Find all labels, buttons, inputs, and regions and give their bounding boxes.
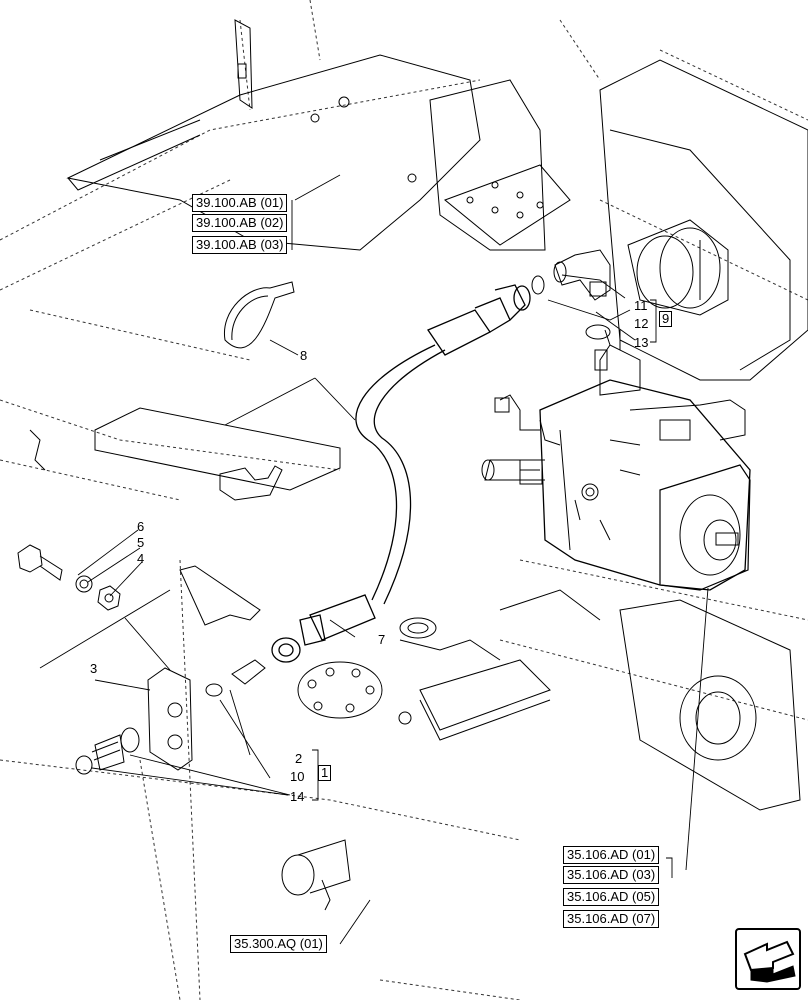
callout-14: 14 (290, 789, 305, 804)
callout-4: 4 (137, 551, 145, 566)
bottom-cylinder (281, 839, 351, 911)
right-frame-plates (599, 59, 808, 811)
ref-39-100-ab-02[interactable]: 39.100.AB (02) (192, 214, 288, 232)
ref-35-106-ad-03[interactable]: 35.106.AD (03) (563, 866, 660, 884)
callout-10: 10 (290, 769, 305, 784)
middle-plate (29, 407, 341, 501)
arrow-glyph-icon (743, 940, 796, 983)
next-page-arrow-icon[interactable] (735, 928, 801, 990)
hydraulic-pump (481, 329, 751, 591)
ref-35-106-ad-07[interactable]: 35.106.AD (07) (563, 910, 660, 928)
ref-39-100-ab-03[interactable]: 39.100.AB (03) (192, 236, 288, 254)
callout-7: 7 (378, 632, 386, 647)
ref-35-106-ad-01[interactable]: 35.106.AD (01) (563, 846, 660, 864)
callout-13: 13 (634, 335, 649, 350)
callout-3: 3 (90, 661, 98, 676)
hydraulic-hose (271, 284, 531, 663)
callout-group-1: 1 (318, 765, 332, 781)
ref-39-100-ab-01[interactable]: 39.100.AB (01) (192, 194, 288, 212)
callout-group-9: 9 (659, 311, 673, 327)
callout-12: 12 (634, 316, 649, 331)
callout-6: 6 (137, 519, 145, 534)
leader-lines (39, 174, 709, 945)
port-bracket (75, 659, 266, 775)
ref-35-106-ad-05[interactable]: 35.106.AD (05) (563, 888, 660, 906)
callout-8: 8 (300, 348, 308, 363)
cable-tie (224, 281, 295, 349)
bolt-washer-nut (17, 544, 121, 611)
lower-brackets (179, 565, 601, 741)
callout-11: 11 (634, 298, 648, 313)
elbow-fitting (531, 249, 611, 340)
ref-35-300-aq-01[interactable]: 35.300.AQ (01) (230, 935, 327, 953)
callout-2: 2 (295, 751, 303, 766)
callout-5: 5 (137, 535, 145, 550)
